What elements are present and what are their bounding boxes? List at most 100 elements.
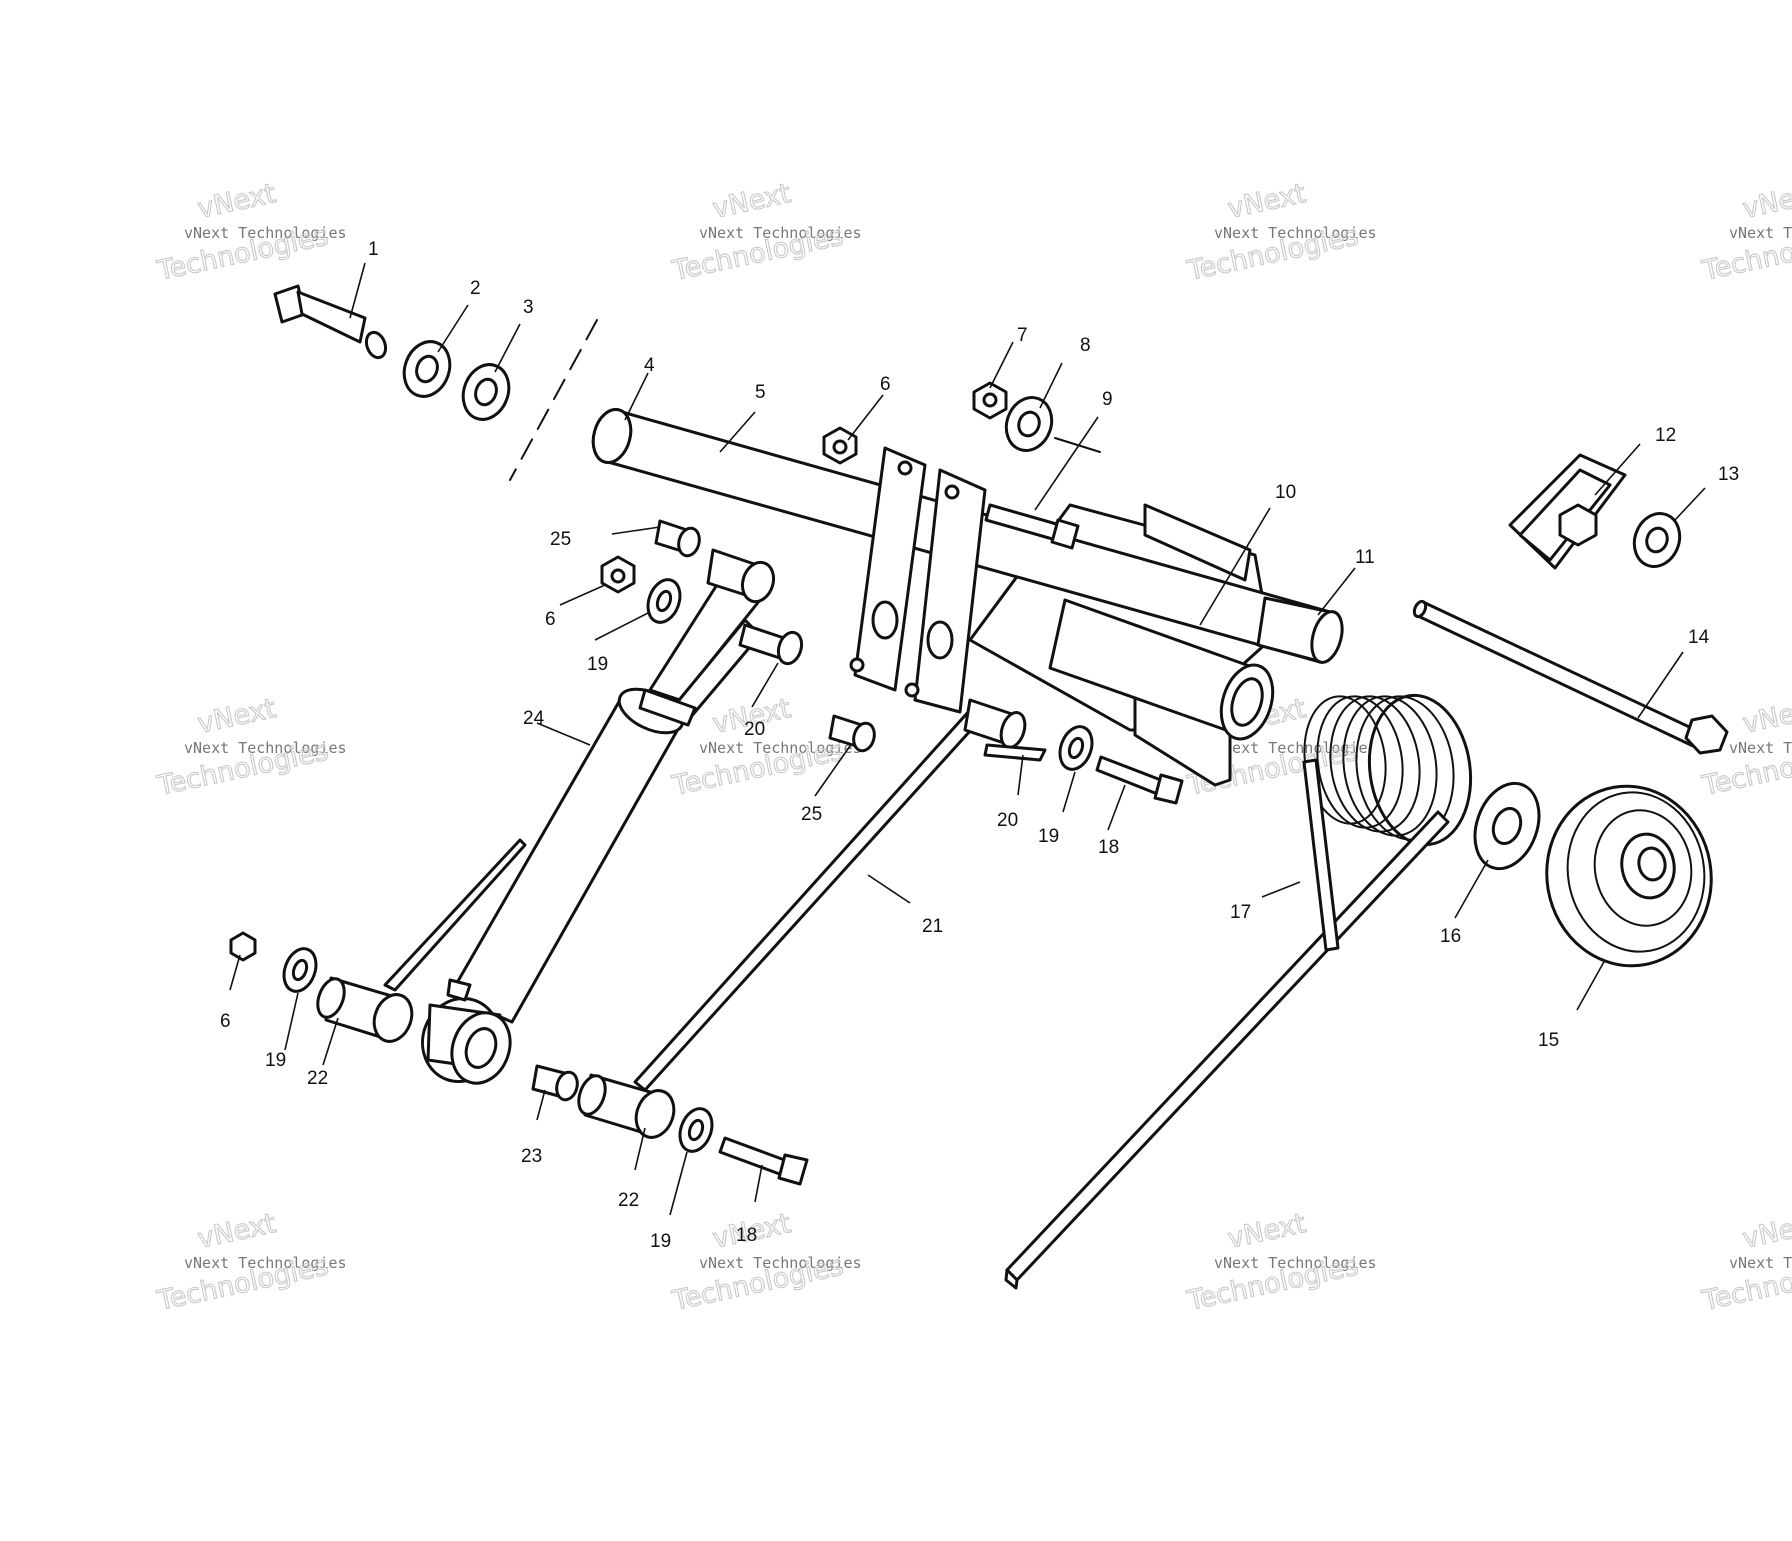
watermark: vNext vNext Technologies Technologies xyxy=(153,693,347,803)
leader-lines xyxy=(229,262,1706,1216)
part-6-nut-bottom xyxy=(229,931,257,962)
part-17-torsion-spring xyxy=(1004,693,1473,1290)
callout-17: 17 xyxy=(1230,902,1251,923)
part-6-nut-left xyxy=(600,555,636,594)
callout-9: 9 xyxy=(1102,389,1113,410)
svg-text:vNext Technologies: vNext Technologies xyxy=(184,224,347,242)
svg-text:vNext Technologies: vNext Technologies xyxy=(699,1254,862,1272)
callout-14: 14 xyxy=(1688,627,1710,648)
part-7-nut xyxy=(972,381,1008,420)
part-11-shaft-end xyxy=(1256,596,1344,664)
part-24-shock-absorber xyxy=(421,687,697,1085)
part-12-adjuster-block xyxy=(1508,453,1627,570)
callout-24: 24 xyxy=(523,708,545,729)
callout-5: 5 xyxy=(755,382,766,403)
callout-labels: 1 2 3 4 5 6 6 6 7 8 9 10 11 12 13 14 15 … xyxy=(220,239,1739,1252)
callout-25-upper: 25 xyxy=(550,529,571,550)
part-14-long-bolt xyxy=(1412,599,1729,755)
part-20-arm-upper xyxy=(648,548,804,720)
part-22-pivot-right xyxy=(577,1073,676,1139)
svg-text:vNext Technologies: vNext Technologies xyxy=(1729,1254,1792,1272)
callout-7: 7 xyxy=(1017,325,1028,346)
callout-13: 13 xyxy=(1718,464,1739,485)
callout-6-top: 6 xyxy=(880,374,891,395)
svg-text:vNext Technologies: vNext Technologies xyxy=(1214,739,1377,757)
part-6-nut-top xyxy=(822,426,858,465)
side-plate-right xyxy=(904,468,987,714)
side-plate-left xyxy=(849,446,927,692)
part-13-washer xyxy=(1632,512,1682,568)
callout-6-left: 6 xyxy=(545,609,556,630)
svg-text:vNext: vNext xyxy=(1740,178,1792,225)
part-23-bushing xyxy=(531,1064,579,1102)
callout-21: 21 xyxy=(922,916,943,937)
svg-text:vNext Technologies: vNext Technologies xyxy=(184,739,347,757)
callout-18-lower: 18 xyxy=(736,1225,757,1246)
callout-15: 15 xyxy=(1538,1030,1559,1051)
watermark: vNext vNext Technologies Technologies xyxy=(1698,1208,1792,1318)
watermark: vNext vNext Technologies Technologies xyxy=(668,1208,862,1318)
callout-2: 2 xyxy=(470,278,481,299)
callout-18-upper: 18 xyxy=(1098,837,1119,858)
svg-text:vNext: vNext xyxy=(195,693,279,740)
svg-text:vNext: vNext xyxy=(1740,693,1792,740)
part-25-bushing-upper xyxy=(654,519,701,558)
watermark: vNext vNext Technologies Technologies xyxy=(668,178,862,288)
callout-25-lower: 25 xyxy=(801,804,822,825)
part-10-tube xyxy=(1048,598,1275,741)
part-15-idler-wheel xyxy=(1545,784,1713,968)
callout-10: 10 xyxy=(1275,482,1296,503)
callout-19-c: 19 xyxy=(265,1050,286,1071)
callout-23: 23 xyxy=(521,1146,542,1167)
part-9-bolt xyxy=(984,503,1080,550)
svg-text:vNext Technologies: vNext Technologies xyxy=(1729,224,1792,242)
callout-19-b: 19 xyxy=(1038,826,1059,847)
watermark: vNext vNext Technologies Technologies xyxy=(1183,178,1376,288)
part-2-washer xyxy=(402,340,452,398)
watermark: vNext vNext Technologies Technologies xyxy=(153,1208,347,1318)
callout-16: 16 xyxy=(1440,926,1461,947)
callout-22-b: 22 xyxy=(618,1190,639,1211)
svg-text:vNext: vNext xyxy=(195,1208,279,1255)
callout-19-a: 19 xyxy=(587,654,608,675)
svg-text:vNext Technologies: vNext Technologies xyxy=(1214,1254,1377,1272)
part-8-washer xyxy=(1004,396,1054,452)
part-1-shoulder-bolt xyxy=(273,284,388,360)
svg-text:vNext Technologies: vNext Technologies xyxy=(184,1254,347,1272)
callout-20-b: 20 xyxy=(997,810,1018,831)
svg-text:vNext: vNext xyxy=(1740,1208,1792,1255)
part-18-bolt-lower xyxy=(718,1136,809,1186)
center-line xyxy=(509,319,598,481)
part-3-washer xyxy=(461,363,511,421)
part-9-axis xyxy=(1054,437,1101,453)
part-4-bushing xyxy=(591,408,633,464)
svg-text:vNext: vNext xyxy=(1225,1208,1309,1255)
callout-3: 3 xyxy=(523,297,534,318)
svg-text:vNext: vNext xyxy=(195,178,279,225)
part-19-washer-c xyxy=(282,947,318,993)
watermark: vNext vNext Technologies Technologies xyxy=(153,178,347,288)
svg-text:vNext Technologies: vNext Technologies xyxy=(699,739,862,757)
callout-22-a: 22 xyxy=(307,1068,328,1089)
part-19-washer-b xyxy=(1058,725,1094,771)
callout-1: 1 xyxy=(368,239,379,260)
part-19-washer-a xyxy=(646,578,682,624)
svg-text:vNext: vNext xyxy=(1225,178,1309,225)
part-19-washer-d xyxy=(678,1107,714,1153)
watermark-layer: vNext vNext Technologies Technologies vN… xyxy=(153,178,1792,1318)
callout-19-d: 19 xyxy=(650,1231,671,1252)
svg-text:vNext: vNext xyxy=(710,178,794,225)
watermark: vNext vNext Technologies Technologies xyxy=(1183,1208,1377,1318)
part-25-bushing-lower xyxy=(828,714,876,753)
svg-text:vNext Technologies: vNext Technologies xyxy=(699,224,862,242)
svg-text:vNext Technologies: vNext Technologies xyxy=(1729,739,1792,757)
callout-6-bottom: 6 xyxy=(220,1011,231,1032)
callout-4: 4 xyxy=(644,355,655,376)
part-18-bolt-upper xyxy=(1095,755,1184,805)
callout-11: 11 xyxy=(1355,547,1375,568)
watermark: vNext vNext Technologies Technologies xyxy=(1698,178,1792,288)
part-16-washer xyxy=(1473,781,1541,871)
callout-8: 8 xyxy=(1080,335,1091,356)
